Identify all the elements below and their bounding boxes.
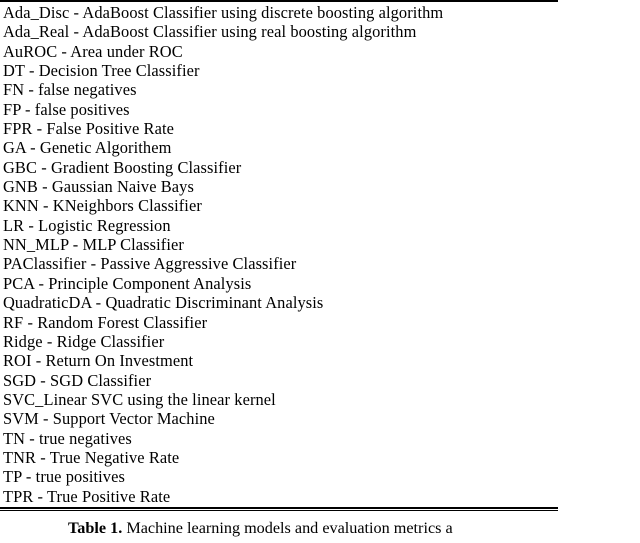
table-bottom-rule-upper [0,507,558,509]
list-item: AuROC - Area under ROC [3,41,183,61]
list-item: TNR - True Negative Rate [3,447,180,467]
list-item: PAClassifier - Passive Aggressive Classi… [3,254,297,274]
list-item: GA - Genetic Algorithem [3,138,172,158]
list-item: LR - Logistic Regression [3,215,171,235]
list-item: PCA - Principle Component Analysis [3,273,252,293]
list-item: Ada_Real - AdaBoost Classifier using rea… [3,22,417,42]
list-item: SGD - SGD Classifier [3,370,152,390]
list-item: Ridge - Ridge Classifier [3,331,165,351]
list-item: ROI - Return On Investment [3,351,194,371]
list-item: FP - false positives [3,99,130,119]
table-bottom-rule [0,507,558,512]
list-item: GNB - Gaussian Naive Bays [3,177,194,197]
table-caption-label: Table 1. [68,519,123,537]
list-item: Ada_Disc - AdaBoost Classifier using dis… [3,3,444,22]
table-bottom-rule-lower [0,510,558,511]
list-item: SVC_Linear SVC using the linear kernel [3,389,276,409]
list-item: GBC - Gradient Boosting Classifier [3,157,242,177]
list-item: FPR - False Positive Rate [3,119,174,139]
list-item: KNN - KNeighbors Classifier [3,196,202,216]
list-item: RF - Random Forest Classifier [3,312,208,332]
list-item: TN - true negatives [3,428,132,448]
list-item: DT - Decision Tree Classifier [3,61,200,81]
table-caption-text: Machine learning models and evaluation m… [122,519,453,537]
list-item: FN - false negatives [3,80,137,100]
list-item: SVM - Support Vector Machine [3,409,215,429]
table-caption: Table 1. Machine learning models and eva… [68,518,640,538]
list-item: NN_MLP - MLP Classifier [3,235,184,255]
abbreviation-list: Ada_Disc - AdaBoost Classifier using dis… [3,3,640,506]
list-item: QuadraticDA - Quadratic Discriminant Ana… [3,293,324,313]
list-item: TPR - True Positive Rate [3,486,171,506]
table-top-rule [0,0,558,2]
list-item: TP - true positives [3,467,125,487]
